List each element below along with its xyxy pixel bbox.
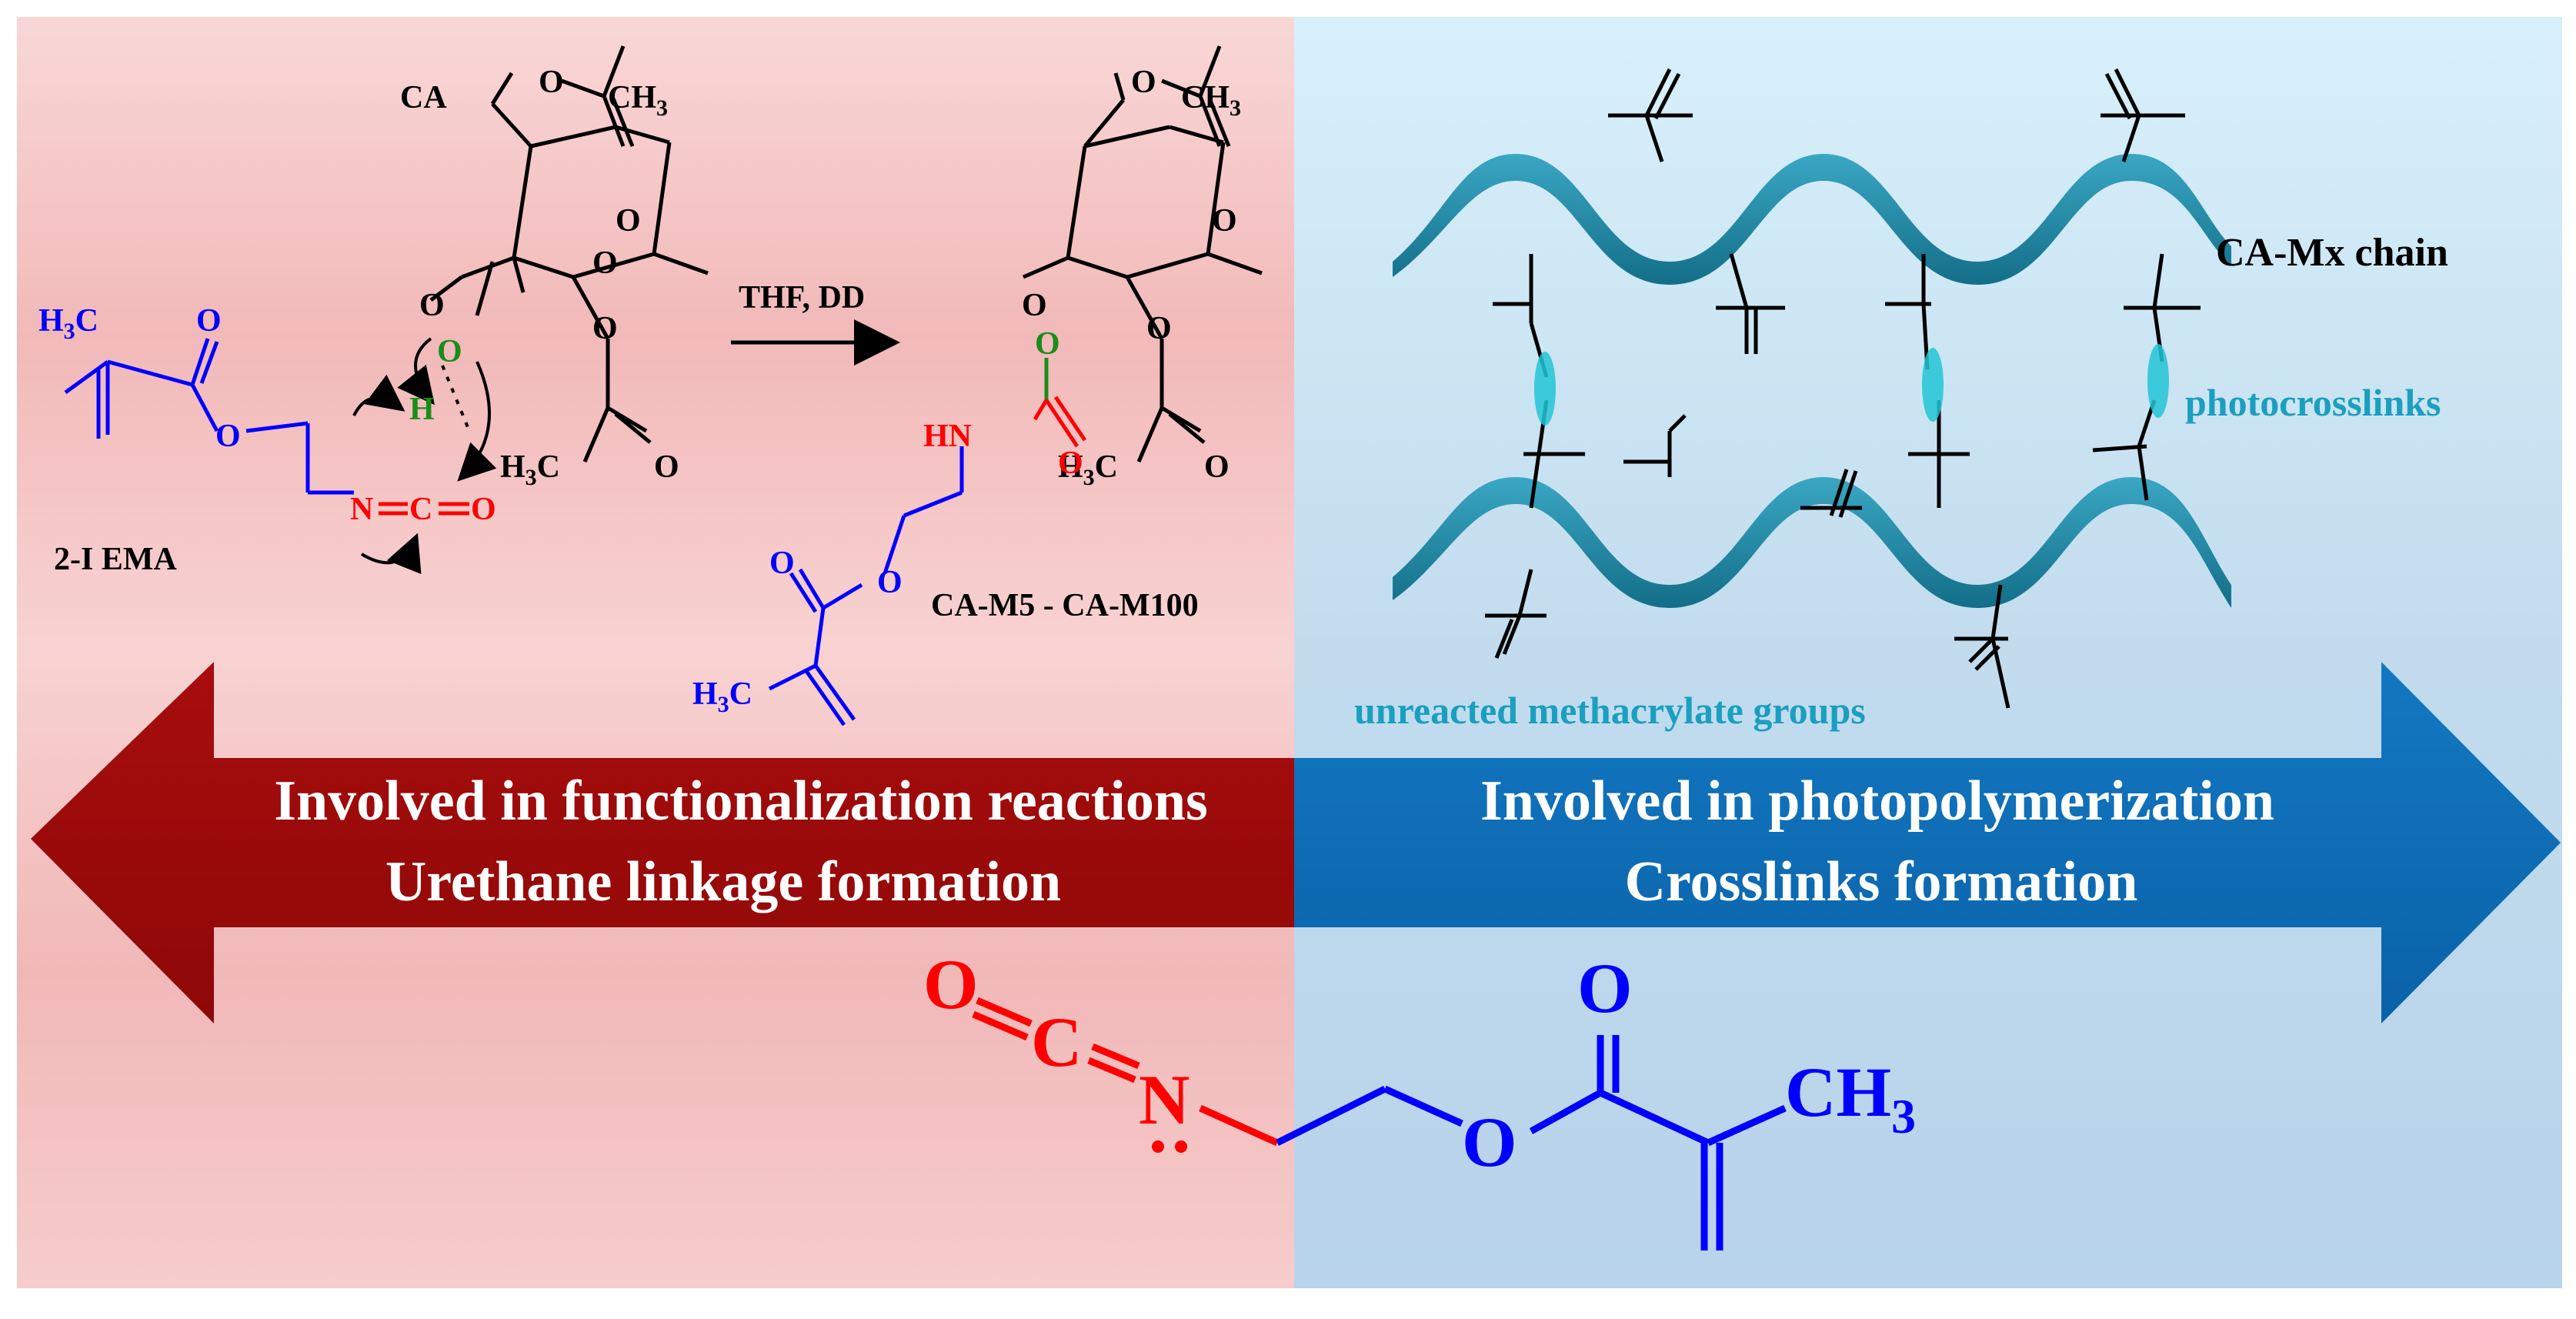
reagent-label: THF, DD	[739, 280, 865, 316]
svg-text:O: O	[539, 65, 564, 100]
svg-text:O: O	[1204, 449, 1230, 485]
ca-label: CA	[400, 80, 447, 115]
polymer-network: CA-Mx chain photocrosslinks unreacted me…	[1354, 68, 2448, 732]
reaction-scheme	[64, 45, 1263, 726]
svg-text:C: C	[409, 492, 432, 527]
svg-text:O: O	[471, 492, 496, 527]
crosslink-marker	[1534, 352, 1556, 426]
svg-text:O: O	[592, 311, 618, 346]
product-label: CA-M5 - CA-M100	[931, 588, 1199, 623]
svg-text:H3C: H3C	[692, 676, 752, 717]
iema-labels: O C N O O CH3	[923, 945, 1916, 1181]
chain-label: CA-Mx chain	[2216, 231, 2448, 275]
svg-text:O: O	[1035, 326, 1060, 362]
right-arrow-line2: Crosslinks formation	[1625, 850, 2138, 913]
left-arrow-line2: Urethane linkage formation	[385, 850, 1061, 913]
svg-text:H: H	[409, 392, 435, 427]
svg-text:H3C: H3C	[38, 303, 98, 344]
svg-text:O: O	[877, 565, 903, 600]
left-panel	[17, 17, 1294, 1288]
svg-text:CH3: CH3	[1181, 80, 1241, 121]
ch3-big-label: CH	[1785, 1053, 1891, 1131]
crosslink-marker	[1922, 348, 1944, 422]
svg-text:O: O	[1212, 203, 1237, 239]
right-arrow	[1294, 662, 2561, 1023]
svg-text:O: O	[215, 419, 241, 454]
svg-text:O: O	[196, 303, 222, 339]
scheme-labels: CA CH3 CH3 H3C O O O H N C O 2-I EMA O O…	[38, 65, 1241, 717]
right-panel	[1294, 17, 2562, 1288]
svg-text:O: O	[1577, 949, 1633, 1027]
svg-text:N: N	[350, 492, 373, 527]
svg-text:H3C: H3C	[1058, 449, 1118, 490]
svg-text:O: O	[1131, 65, 1156, 100]
svg-text:C: C	[1031, 1003, 1082, 1081]
svg-text:O: O	[1146, 311, 1172, 346]
ch3-label: CH	[608, 80, 656, 115]
svg-text:O: O	[654, 449, 679, 485]
photocrosslinks-label: photocrosslinks	[2185, 381, 2441, 424]
iema-label: 2-I EMA	[54, 542, 177, 577]
left-arrow-line1: Involved in functionalization reactions	[274, 770, 1208, 833]
svg-text:O: O	[616, 203, 641, 239]
svg-text:CH3: CH3	[608, 80, 668, 121]
svg-text:O: O	[1462, 1103, 1517, 1181]
iema-structure	[972, 997, 1787, 1251]
svg-text:O: O	[1058, 446, 1083, 481]
ribbon-top	[1393, 154, 2231, 285]
svg-text:CH3: CH3	[1785, 1053, 1916, 1144]
right-arrow-line1: Involved in photopolymerization	[1480, 770, 2274, 833]
svg-text:O: O	[437, 334, 462, 369]
svg-text:O: O	[419, 288, 445, 323]
left-arrow	[31, 662, 1294, 1023]
lone-pair-dots	[1152, 1140, 1187, 1153]
svg-text:O: O	[769, 546, 795, 581]
ch3-label: CH	[1181, 80, 1230, 115]
svg-text:H3C: H3C	[500, 449, 560, 490]
ribbon-bottom	[1393, 477, 2231, 608]
svg-text:O: O	[923, 945, 979, 1023]
svg-text:N: N	[1139, 1060, 1190, 1139]
crosslink-marker	[2147, 344, 2169, 418]
svg-text:O: O	[592, 245, 618, 281]
hn-label: HN	[923, 419, 972, 454]
unreacted-label: unreacted methacrylate groups	[1354, 689, 1866, 732]
svg-text:O: O	[1022, 288, 1047, 323]
